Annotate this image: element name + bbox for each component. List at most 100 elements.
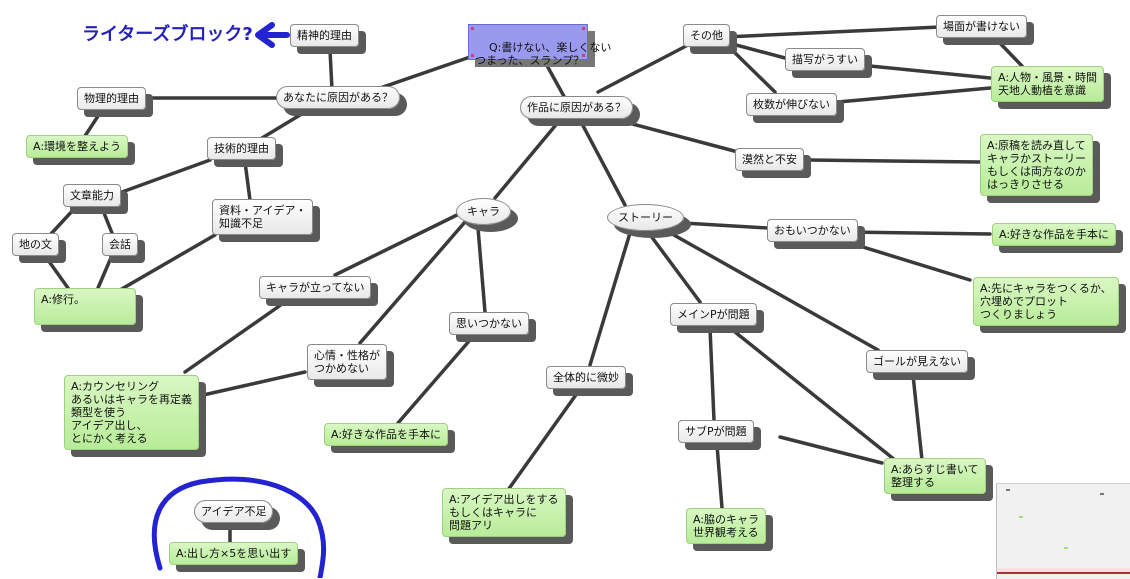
node-kaiwa[interactable]: 会話: [102, 233, 138, 256]
node-label: キャラ: [467, 205, 500, 218]
node-sakuhin[interactable]: 作品に原因がある？: [520, 96, 633, 119]
edge: [396, 338, 472, 425]
minimap-node-marker: [1019, 516, 1023, 518]
edge: [493, 118, 562, 200]
edge: [358, 220, 467, 345]
node-maisu[interactable]: 枚数が伸びない: [746, 93, 837, 116]
edge: [623, 120, 740, 154]
node-label: 地の文: [19, 238, 52, 251]
handle-icon: [582, 27, 585, 30]
edge: [120, 158, 212, 194]
node-label: A:アイデア出しをする もしくはキャラに 問題アリ: [449, 493, 559, 532]
root-question-node[interactable]: Q:書けない、楽しくない つまった、スランプ？: [468, 24, 611, 67]
node-label: A:脇のキャラ 世界観考える: [693, 513, 760, 539]
answer-counsel[interactable]: A:カウンセリング あるいはキャラを再定義 類型を使う アイデア出し、 とにかく…: [64, 375, 199, 450]
node-omoitsukanai-2[interactable]: おもいつかない: [767, 219, 858, 242]
node-jinobun[interactable]: 地の文: [12, 233, 59, 256]
edge: [243, 160, 252, 202]
node-seishin[interactable]: 精神的理由: [290, 24, 359, 47]
node-story[interactable]: ストーリー: [607, 204, 684, 231]
node-label: 資料・アイデア・ 知識不足: [219, 204, 307, 230]
minimap-viewport-band: [997, 568, 1130, 572]
minimap-panel[interactable]: [996, 483, 1130, 579]
edge: [728, 46, 777, 94]
answer-suki-2[interactable]: A:好きな作品を手本に: [992, 223, 1117, 246]
edge: [715, 443, 724, 510]
edge: [333, 213, 459, 277]
node-label: 場面が書けない: [943, 20, 1020, 33]
node-idea-busoku[interactable]: アイデア不足: [194, 500, 274, 523]
edge: [506, 390, 580, 492]
edge: [728, 326, 897, 462]
node-shiryo[interactable]: 資料・アイデア・ 知識不足: [212, 199, 314, 235]
edge: [260, 110, 307, 140]
answer-idea[interactable]: A:アイデア出しをする もしくはキャラに 問題アリ: [442, 488, 566, 537]
node-label: キャラが立ってない: [266, 281, 365, 294]
edge: [843, 230, 992, 236]
node-sonota[interactable]: その他: [683, 24, 730, 47]
node-zentai[interactable]: 全体的に微妙: [546, 366, 626, 389]
node-label: 技術的理由: [214, 142, 269, 155]
edge: [806, 158, 982, 164]
node-butsuri[interactable]: 物理的理由: [77, 87, 146, 110]
edge: [778, 435, 884, 465]
node-label: 漠然と不安: [742, 153, 797, 166]
answer-kankyo[interactable]: A:環境を整えよう: [26, 135, 129, 158]
node-label: アイデア不足: [201, 505, 267, 518]
node-kyara-tatte[interactable]: キャラが立ってない: [259, 276, 372, 299]
node-kyara[interactable]: キャラ: [456, 198, 511, 225]
node-label: 思いつかない: [456, 317, 522, 330]
node-subp[interactable]: サブPが問題: [678, 420, 754, 443]
edge: [708, 326, 716, 422]
node-bunsho[interactable]: 文章能力: [63, 184, 121, 207]
edge: [646, 230, 702, 304]
answer-genko[interactable]: A:原稿を読み直して キャラかストーリー もしくは両方なのか はっきりさせる: [980, 134, 1093, 196]
answer-jinbutsu[interactable]: A:人物・風景・時間 天地人動植を意識: [991, 66, 1105, 102]
node-byosha[interactable]: 描写がうすい: [785, 48, 865, 71]
node-label: 文章能力: [70, 189, 114, 202]
edge: [911, 373, 924, 462]
node-label: A:修行。: [41, 293, 86, 306]
handle-icon: [471, 27, 474, 30]
node-label: 物理的理由: [84, 92, 139, 105]
node-label: メインPが問題: [677, 308, 750, 321]
edge: [328, 48, 334, 92]
node-label: あなたに原因がある？: [283, 91, 393, 104]
node-label: A:出し方×5を思い出す: [176, 547, 292, 560]
edge: [46, 258, 70, 290]
node-shinjo[interactable]: 心情・性格が つかめない: [307, 344, 387, 380]
node-label: 描写がうすい: [792, 53, 858, 66]
node-gijutsu[interactable]: 技術的理由: [207, 137, 276, 160]
answer-suki-1[interactable]: A:好きな作品を手本に: [324, 423, 449, 446]
node-label: A:先にキャラをつくるか、 穴埋めでプロット つくりましょう: [980, 282, 1112, 321]
minimap-node-marker: [1100, 493, 1104, 495]
diagram-title: ライターズブロック?: [82, 24, 253, 45]
edge: [848, 241, 972, 282]
edge: [48, 206, 77, 237]
node-goal[interactable]: ゴールが見えない: [866, 350, 968, 373]
handle-icon: [582, 54, 585, 57]
node-bakuzen[interactable]: 漠然と不安: [735, 148, 804, 171]
edge: [664, 220, 770, 230]
answer-waki[interactable]: A:脇のキャラ 世界観考える: [686, 508, 767, 544]
node-omoitsukanai[interactable]: 思いつかない: [449, 312, 529, 335]
minimap-viewport-edge[interactable]: [997, 572, 1130, 574]
edge: [993, 36, 1024, 68]
node-mainp[interactable]: メインPが問題: [670, 303, 757, 326]
node-label: A:あらすじ書いて 整理する: [891, 463, 979, 489]
node-anata[interactable]: あなたに原因がある？: [276, 86, 400, 109]
answer-arasuji[interactable]: A:あらすじ書いて 整理する: [884, 458, 986, 494]
handle-icon: [471, 54, 474, 57]
answer-saki[interactable]: A:先にキャラをつくるか、 穴埋めでプロット つくりましょう: [973, 277, 1119, 326]
node-bamen[interactable]: 場面が書けない: [936, 15, 1027, 38]
node-label: 枚数が伸びない: [753, 98, 830, 111]
answer-shugyo[interactable]: A:修行。: [34, 288, 136, 325]
edge: [543, 60, 568, 102]
answer-dashikata[interactable]: A:出し方×5を思い出す: [169, 542, 299, 565]
node-label: A:カウンセリング あるいはキャラを再定義 類型を使う アイデア出し、 とにかく…: [71, 380, 192, 445]
node-label: ゴールが見えない: [873, 355, 961, 368]
node-label: A:原稿を読み直して キャラかストーリー もしくは両方なのか はっきりさせる: [987, 139, 1086, 191]
minimap-node-marker: [1006, 489, 1010, 491]
